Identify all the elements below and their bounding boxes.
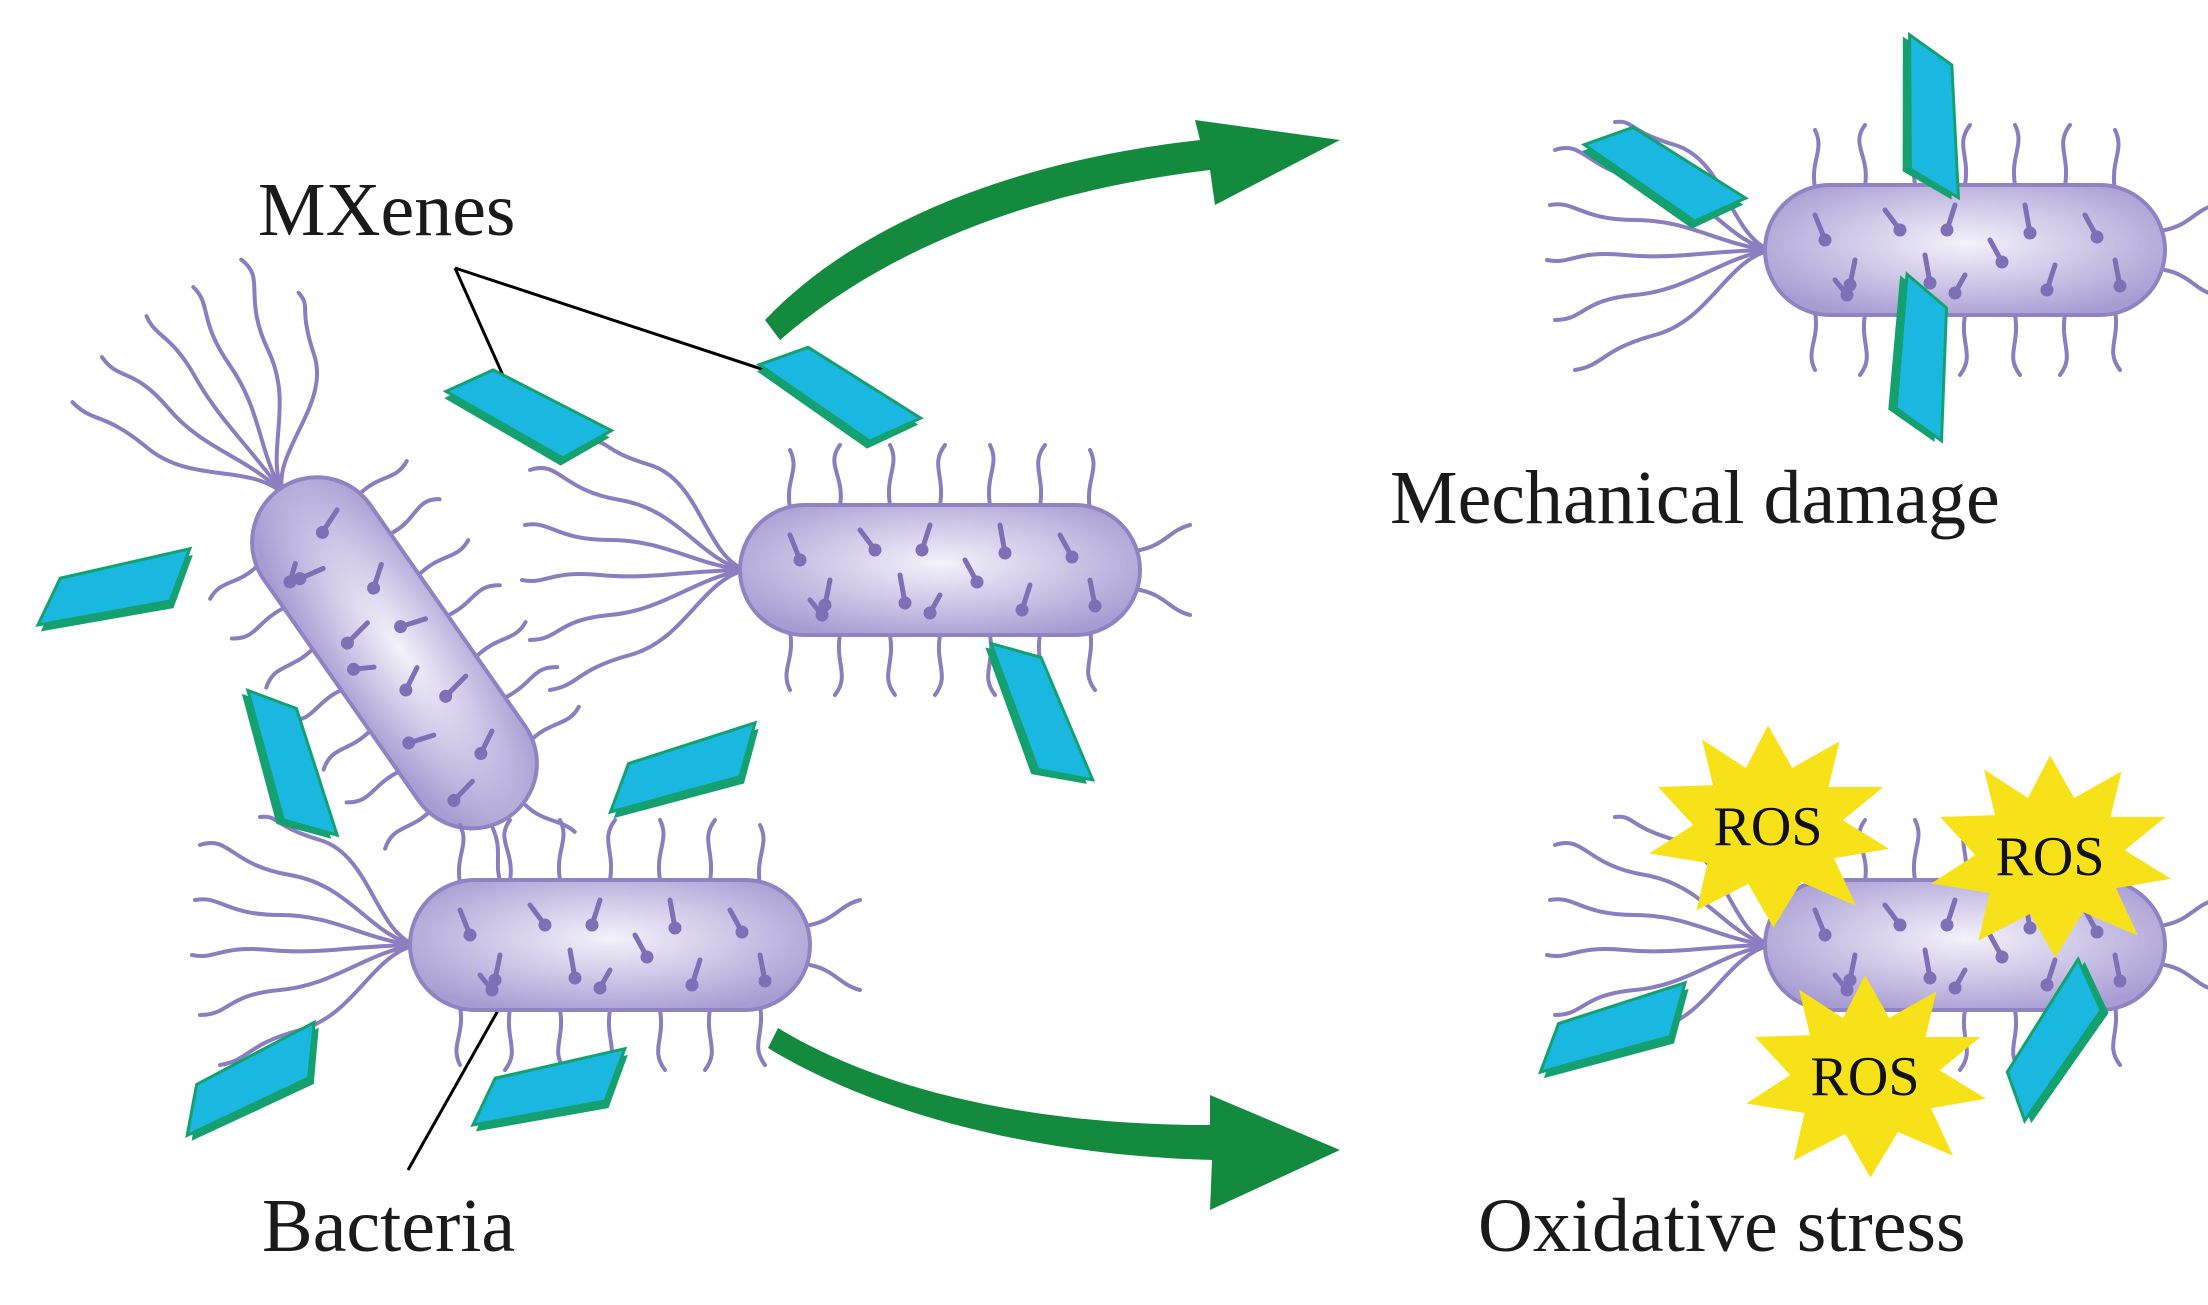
mxene-flake-icon: [1524, 959, 1709, 1109]
mxene-flake-icon: [435, 360, 619, 476]
mxene-flake-icon: [745, 334, 930, 463]
bacterium-icon: [522, 442, 1190, 695]
mxene-flake-icon: [212, 674, 362, 859]
mxene-flake-icon: [459, 1023, 645, 1163]
curved-arrow-icon: [765, 120, 1340, 340]
mxene-flake-icon: [166, 1001, 344, 1168]
curved-arrow-icon: [768, 1028, 1340, 1210]
ros-label: ROS: [1811, 1046, 1920, 1108]
oxidative-stress-label: Oxidative stress: [1478, 1188, 1966, 1264]
bacterium-icon: [192, 817, 860, 1070]
mxenes-label: MXenes: [258, 172, 516, 248]
mxene-flake-icon: [24, 523, 210, 663]
ros-label: ROS: [1996, 826, 2105, 888]
mxene-flake-icon: [594, 699, 779, 849]
mechanical-damage-label: Mechanical damage: [1390, 460, 2000, 536]
ros-label: ROS: [1714, 796, 1823, 858]
bacteria-label: Bacteria: [262, 1188, 515, 1264]
mxene-flake-icon: [1869, 26, 1985, 210]
mxene-leader-line-2: [455, 268, 810, 385]
